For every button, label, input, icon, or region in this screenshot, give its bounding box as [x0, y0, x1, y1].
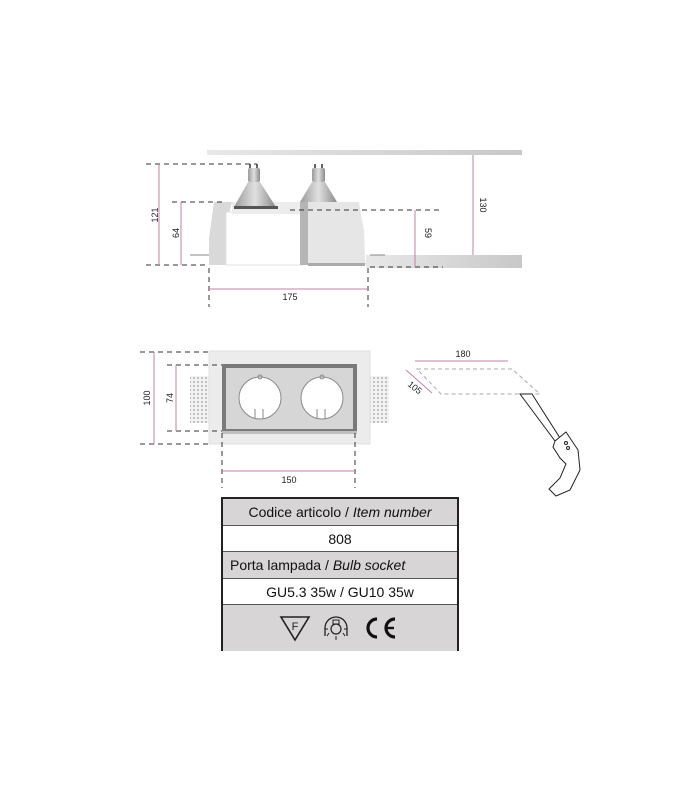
lamp-hole-left — [238, 376, 282, 420]
luminaire-icon — [324, 616, 348, 640]
dim-59: 59 — [423, 228, 433, 238]
ceiling-top-bar — [207, 150, 522, 155]
fixture-body-right — [303, 202, 366, 265]
certification-row: F — [223, 605, 457, 651]
item-number-header: Codice articolo / Item number — [223, 499, 457, 526]
ce-mark-icon — [366, 617, 396, 639]
bulb-socket-value: GU5.3 35w / GU10 35w — [223, 579, 457, 605]
svg-text:F: F — [292, 621, 299, 633]
socket-label-en: Bulb socket — [332, 557, 406, 573]
lamp-hole-right — [300, 376, 344, 420]
dim-175: 175 — [282, 292, 297, 302]
gu10-bulb-left — [234, 164, 278, 209]
bulb-socket-header: Porta lampada / Bulb socket — [223, 552, 457, 579]
socket-label-it: Porta lampada / — [230, 557, 329, 573]
section-view: 121 64 59 130 175 — [146, 150, 522, 307]
ceiling-bottom-bar — [366, 255, 522, 268]
dim-130: 130 — [478, 197, 488, 212]
gu10-bulb-right — [300, 164, 337, 202]
dim-100: 100 — [142, 390, 152, 405]
dim-74: 74 — [165, 393, 175, 403]
plan-view: 100 74 150 — [140, 350, 389, 488]
spec-table: Codice articolo / Item number 808 Porta … — [221, 497, 459, 651]
item-number-value: 808 — [223, 526, 457, 552]
dim-64: 64 — [171, 228, 181, 238]
item-label-it: Codice articolo / — [248, 504, 349, 520]
socket-value: GU5.3 35w / GU10 35w — [266, 583, 414, 600]
mesh-flap-left — [190, 376, 210, 423]
mesh-flap-right — [369, 376, 389, 423]
item-label-en: Item number — [352, 504, 432, 520]
dim-180: 180 — [455, 349, 470, 359]
dim-121: 121 — [150, 207, 160, 222]
cutout-outline — [415, 368, 542, 395]
drywall-saw-icon — [519, 393, 581, 497]
cutout-view: 180 105 — [405, 349, 581, 497]
item-value: 808 — [328, 530, 352, 547]
dim-150: 150 — [281, 475, 296, 485]
f-mark-icon: F — [279, 616, 311, 642]
dim-105: 105 — [406, 379, 424, 396]
